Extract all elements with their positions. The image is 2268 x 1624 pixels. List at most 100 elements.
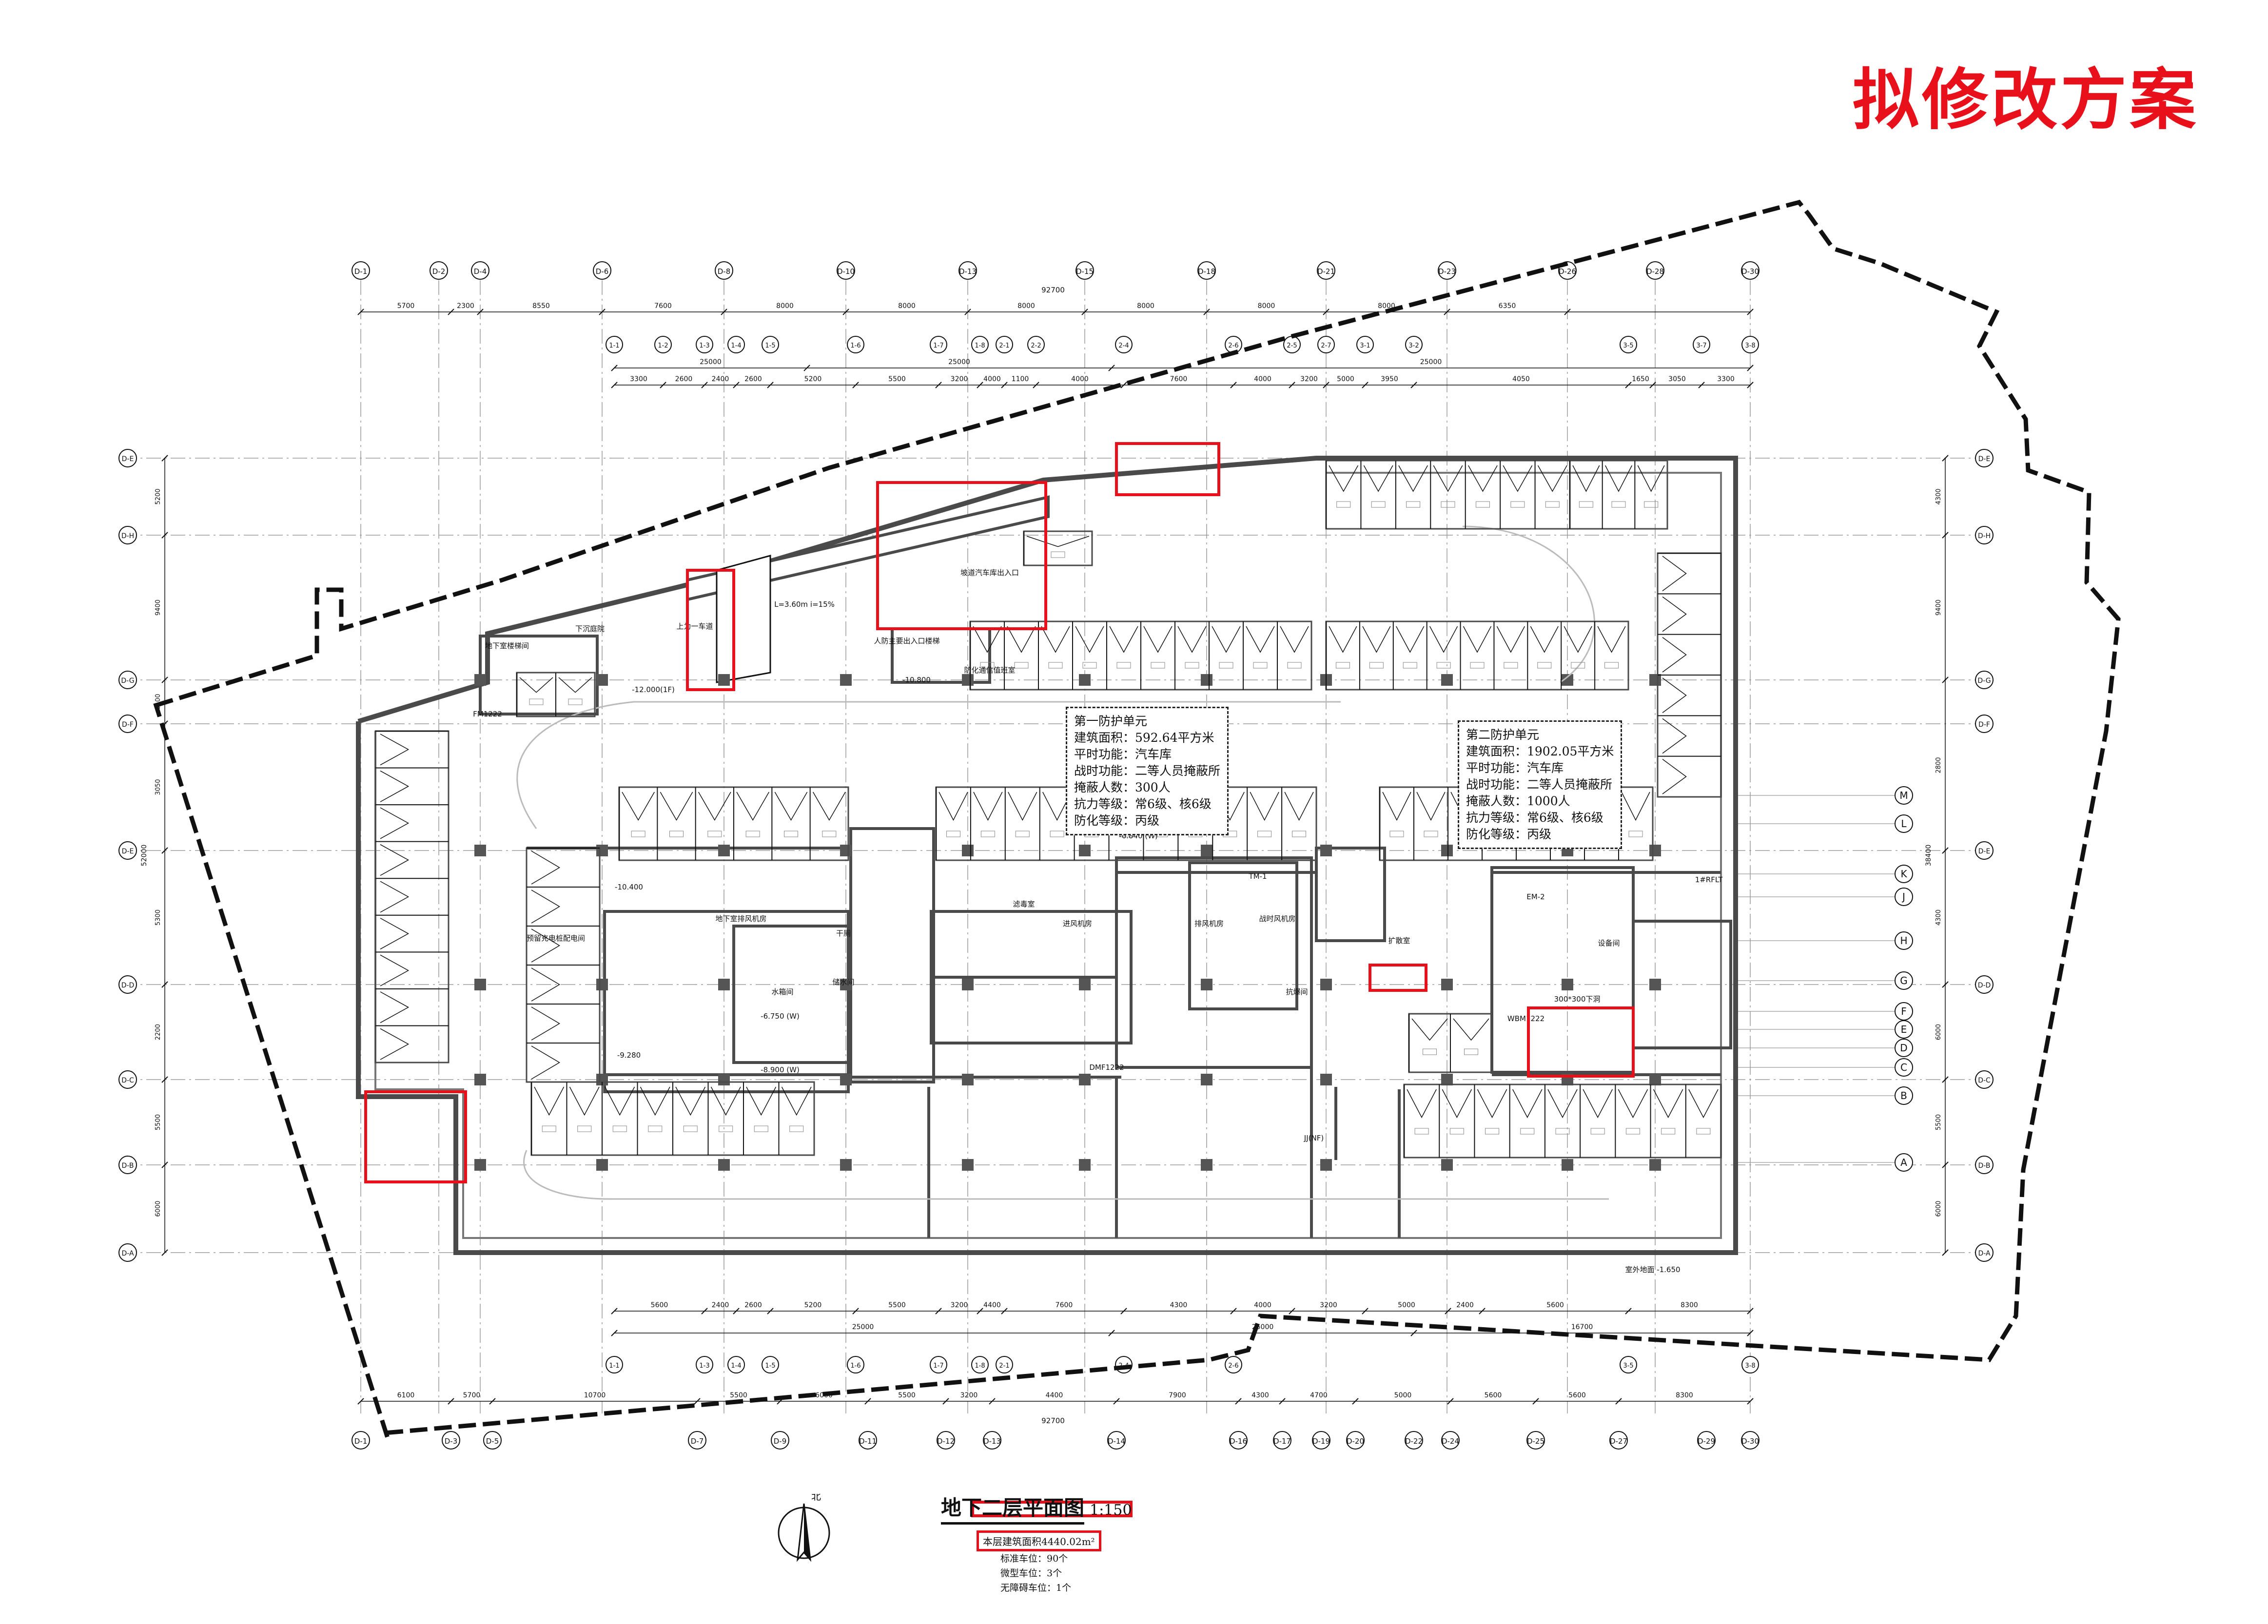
grid-bubble-label: D-22 bbox=[1405, 1437, 1423, 1446]
grid-bubble bbox=[771, 1431, 789, 1450]
dim-bottom-outer-text: 8300 bbox=[1676, 1392, 1693, 1399]
grid-bubble bbox=[696, 336, 713, 353]
parking-bay-outline bbox=[374, 730, 450, 1063]
structural-column bbox=[1079, 674, 1091, 686]
dim-tick bbox=[161, 455, 168, 462]
room-label: 上为一车道 bbox=[676, 622, 713, 631]
dim-tick bbox=[1625, 382, 1632, 388]
dim-tick bbox=[161, 847, 168, 854]
dim-bottom-outer-text: 7900 bbox=[1169, 1392, 1186, 1399]
grid-bubble bbox=[1895, 1086, 1913, 1105]
grid-bubble bbox=[847, 336, 864, 353]
grid-bubble bbox=[430, 261, 448, 280]
grid-bubble-label: E bbox=[1901, 1024, 1907, 1035]
stall-number bbox=[946, 831, 960, 837]
stall-number bbox=[1116, 662, 1131, 669]
dim-bottom-inner-text: 2600 bbox=[744, 1301, 762, 1309]
dim-tick bbox=[448, 1398, 454, 1405]
grid-bubble bbox=[1438, 261, 1456, 280]
stall-number bbox=[1464, 1048, 1478, 1055]
stall-number bbox=[1014, 662, 1029, 669]
grid-bubble-label: D-24 bbox=[1442, 1437, 1459, 1446]
structural-column bbox=[1562, 979, 1573, 990]
revision-box bbox=[1115, 442, 1220, 496]
stall-mark bbox=[1463, 626, 1492, 653]
room-label: 坡道汽车库出入口 bbox=[960, 568, 1019, 577]
grid-bubble bbox=[483, 1431, 502, 1450]
structural-column bbox=[474, 1074, 486, 1085]
grid-bubble-label: D-E bbox=[122, 848, 134, 855]
dim-top-text: 8000 bbox=[1017, 302, 1035, 310]
dim-top-inner-text: 2400 bbox=[712, 375, 729, 383]
stall-number bbox=[683, 1125, 698, 1132]
room-label: JJ(NF) bbox=[1304, 1134, 1324, 1142]
grid-bubble-label: 3-8 bbox=[1745, 1362, 1755, 1370]
stall-mark bbox=[380, 918, 410, 949]
grid-bubble bbox=[1405, 1431, 1423, 1450]
grid-bubble bbox=[727, 1356, 745, 1373]
unit1-line: 平时功能：汽车库 bbox=[1074, 747, 1172, 761]
structural-column bbox=[1441, 674, 1453, 686]
stall-mark bbox=[1662, 677, 1687, 713]
structural-column bbox=[1079, 1074, 1091, 1085]
dim-tick bbox=[1001, 1308, 1008, 1315]
grid-bubble bbox=[1975, 671, 1994, 689]
grid-bubble-label: D-G bbox=[121, 677, 134, 685]
room-label: -12.000(1F) bbox=[632, 685, 675, 694]
dim-bottom-inner-text: 2400 bbox=[1456, 1301, 1474, 1309]
stall-number bbox=[1051, 551, 1065, 558]
dim-top-inner-text: 4000 bbox=[1071, 375, 1089, 383]
grid-bubble bbox=[352, 1431, 370, 1450]
dim-bottom-outer-text: 5600 bbox=[1568, 1392, 1586, 1399]
core-room bbox=[603, 910, 850, 1093]
dim-tick bbox=[1323, 382, 1330, 388]
grid-bubble-label: 3-7 bbox=[1696, 342, 1706, 349]
grid-bubble-label: D-20 bbox=[1347, 1437, 1364, 1446]
dim-top-text: 8000 bbox=[898, 302, 916, 310]
room-label: -8.900 (W) bbox=[761, 1065, 800, 1074]
grid-bubble bbox=[1346, 1431, 1365, 1450]
dim-bottom-outer-text: 5600 bbox=[1485, 1392, 1502, 1399]
grid-bubble-label: D-13 bbox=[959, 267, 977, 276]
stall-mark bbox=[640, 1086, 670, 1116]
dim-tick bbox=[1352, 1398, 1359, 1405]
grid-bubble-label: D-6 bbox=[596, 267, 609, 276]
dim-tick bbox=[1942, 1161, 1949, 1168]
grid-bubble-label: D-23 bbox=[1438, 267, 1456, 276]
grid-bubble-label: 2-6 bbox=[1228, 1362, 1238, 1370]
stall-mark bbox=[1605, 465, 1632, 492]
grid-bubble bbox=[1273, 1431, 1291, 1450]
dim-top-total: 92700 bbox=[1041, 286, 1065, 294]
grid-bubble bbox=[688, 1431, 706, 1450]
dim-tick bbox=[611, 382, 618, 388]
stall-number bbox=[1048, 662, 1063, 669]
stall-mark bbox=[1329, 626, 1357, 653]
grid-bubble-label: L bbox=[1901, 818, 1907, 830]
grid-bubble-label: D-E bbox=[1978, 455, 1991, 463]
room-label: 预留充电桩配电间 bbox=[527, 934, 585, 943]
dim-tick bbox=[1698, 382, 1705, 388]
stall-mark bbox=[558, 677, 592, 693]
structural-column bbox=[1441, 979, 1453, 990]
room-label: 进风机房 bbox=[1063, 919, 1092, 928]
dim-top-inner-text: 2600 bbox=[675, 375, 693, 383]
site-boundary bbox=[153, 199, 2121, 1439]
parking-bay-outline bbox=[1403, 1083, 1722, 1159]
room-label: 水箱间 bbox=[771, 987, 793, 996]
dim-tick bbox=[1289, 1308, 1295, 1315]
grid-bubble-label: D-19 bbox=[1312, 1437, 1330, 1446]
grid-bubble bbox=[593, 261, 611, 280]
grid-bubble bbox=[1895, 814, 1913, 833]
grid-bubble-label: 2-1 bbox=[999, 342, 1009, 349]
stall-number bbox=[1449, 1128, 1464, 1135]
stall-mark bbox=[534, 1086, 565, 1116]
dim-tick bbox=[1747, 1308, 1754, 1315]
dim-tick bbox=[357, 309, 364, 315]
grid-bubble-label: 1-4 bbox=[731, 342, 741, 349]
structural-column bbox=[840, 674, 852, 686]
dim-tick bbox=[611, 1308, 618, 1315]
unit2-line: 防化等级：丙级 bbox=[1466, 827, 1552, 841]
grid-bubble-label: 3-8 bbox=[1745, 342, 1755, 349]
dim-top-text: 8000 bbox=[1137, 302, 1154, 310]
dim-bottom-inner-text: 4300 bbox=[1170, 1301, 1188, 1309]
